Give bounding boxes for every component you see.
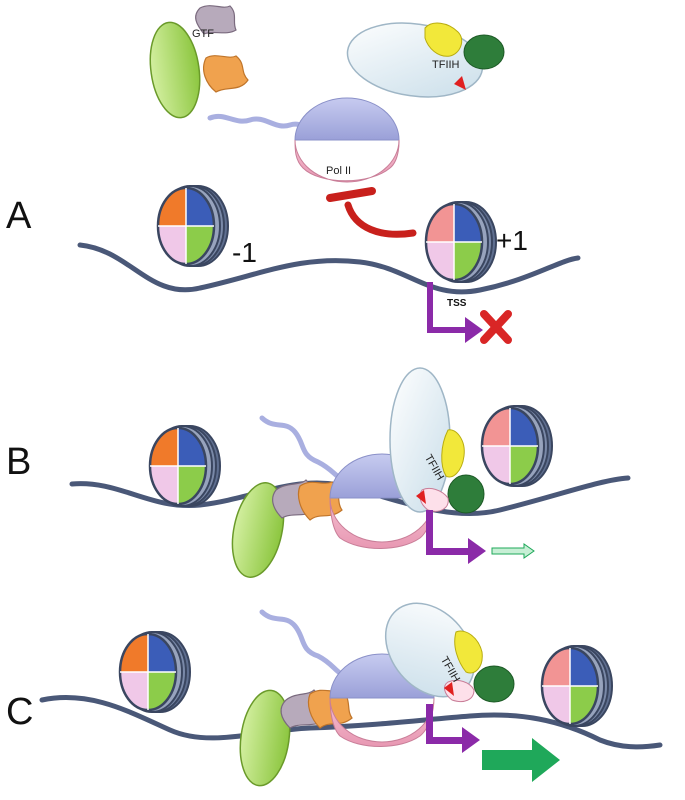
dna-strand-c: [39, 695, 663, 750]
tss-arrow-b: [426, 510, 486, 564]
strong-transcript-arrow: [482, 738, 560, 782]
dna-strand-a: [77, 242, 581, 295]
gtf-complex: GTF: [149, 5, 249, 119]
nucleosome-minus1-c: [118, 630, 192, 714]
panel-letter-c: C: [6, 691, 33, 733]
pol2-a: Pol II: [207, 97, 400, 183]
gtf-label: GTF: [192, 28, 214, 40]
nucleosome-label-plus1: +1: [496, 225, 528, 256]
nucleosome-minus1-a: [156, 184, 230, 268]
tss-arrow-a: [427, 282, 483, 343]
panel-b: B TFIIH: [6, 367, 631, 578]
nucleosome-label-minus1: -1: [232, 237, 257, 268]
repression-arrow: [344, 201, 417, 238]
nucleosome-plus1-c: [540, 644, 614, 728]
panel-a: A GTF TFIIH Pol II -1: [6, 5, 581, 344]
pol2-ctd-tail-b: [259, 415, 343, 481]
tfiih-complex-b: TFIIH: [389, 367, 485, 514]
blocked-cross-icon: [480, 310, 512, 344]
gtf-complex-b: [231, 479, 343, 578]
tss-label: TSS: [447, 298, 467, 309]
repression-bar: [326, 187, 376, 202]
pol2-label-a: Pol II: [326, 165, 351, 177]
tfiih-label-a: TFIIH: [432, 59, 460, 71]
nucleosome-plus1-a: [424, 200, 498, 284]
panel-letter-b: B: [6, 441, 31, 483]
nucleosome-plus1-b: [480, 404, 554, 488]
gtf-complex-c: [239, 689, 353, 787]
nucleosome-minus1-b: [148, 424, 222, 508]
tfiih-complex-a: TFIIH: [346, 22, 505, 98]
panel-letter-a: A: [6, 195, 32, 237]
panel-c: C TFIIH: [6, 602, 663, 787]
tss-arrow-c: [426, 704, 480, 753]
pol2-ctd-tail-c: [259, 609, 343, 676]
tfiih-complex-c: TFIIH: [384, 602, 515, 703]
weak-transcript-arrow: [491, 543, 535, 559]
